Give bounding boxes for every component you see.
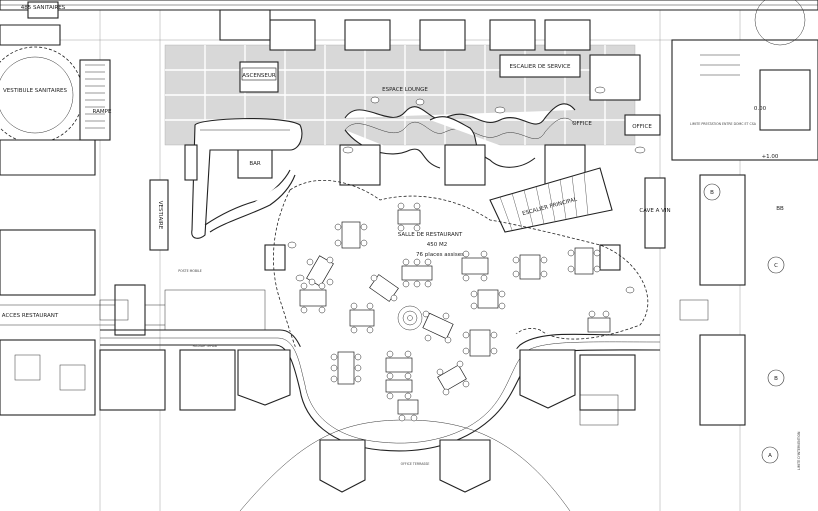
- limite-prestation-label: LIMITE PRESTATION ENTRE DOMC ET CSA: [690, 122, 757, 126]
- main-stair: ESCALIER PRINCIPAL: [489, 167, 613, 233]
- sanitaires-top-label: 485 SANITAIRES: [21, 5, 66, 11]
- dining-tables: [299, 202, 611, 422]
- rampe-label: RAMPE: [93, 109, 112, 115]
- niveau-label: +1.00: [762, 154, 779, 160]
- niveau-small-label: 0.00: [754, 106, 767, 112]
- axis-markers: B C B A BB LIMITE D'INTERVENTION: [703, 183, 801, 470]
- annotations: [14, 299, 709, 426]
- lounge-chairs: [287, 86, 646, 294]
- salle-places-text: 76 places assises: [416, 252, 464, 258]
- table-group: [334, 221, 368, 249]
- table-group: [397, 202, 421, 232]
- office-label: OFFICE: [572, 121, 592, 127]
- salle-outline: [273, 179, 649, 431]
- escalier-service-label: ESCALIER DE SERVICE: [510, 64, 571, 70]
- table-group: [462, 329, 498, 357]
- axis-marker-3: B: [774, 376, 778, 382]
- table-group: [397, 399, 419, 422]
- cave-a-vin: CAVE A VIN: [639, 177, 671, 249]
- ascenseur-label: ASCENSEUR: [242, 73, 276, 79]
- table-group: [306, 255, 334, 287]
- table-group: [470, 289, 506, 310]
- vestiaire-label: VESTIAIRE: [157, 201, 163, 230]
- table-group: [422, 310, 454, 344]
- top-facade: [0, 0, 818, 51]
- right-wing: LIMITE PRESTATION ENTRE DOMC ET CSA +1.0…: [671, 0, 818, 426]
- table-group: [436, 360, 470, 396]
- acces-restaurant-label: ACCES RESTAURANT: [2, 313, 59, 319]
- front-facade: OFFICE TERRASSE FACADE TEPANI POSTE MOBI…: [99, 269, 661, 511]
- office-terrasse-label: OFFICE TERRASSE: [401, 462, 430, 466]
- facade-label: FACADE TEPANI: [193, 344, 218, 348]
- lounge-serpentine-banquette: [344, 103, 576, 169]
- sanitaires-wing: 485 SANITAIRES VESTIBULE SANITAIRES RAMP…: [0, 1, 112, 176]
- ascenseur-block: ASCENSEUR: [239, 61, 279, 93]
- salle-area-text: 450 M2: [427, 242, 448, 248]
- salle-title-text: SALLE DE RESTAURANT: [398, 232, 463, 238]
- table-group: [385, 350, 413, 400]
- axis-marker-2: C: [774, 263, 778, 269]
- vestibule-label: VESTIBULE SANITAIRES: [3, 88, 68, 94]
- table-group: [349, 302, 375, 334]
- table-group: [330, 351, 362, 385]
- salle-title: SALLE DE RESTAURANT 450 M2 76 places ass…: [398, 232, 464, 258]
- axis-marker-1: B: [710, 190, 714, 196]
- service-stair: ESCALIER DE SERVICE: [499, 54, 641, 101]
- pillars: [184, 144, 621, 271]
- table-group: [587, 310, 611, 333]
- table-group: [512, 254, 548, 280]
- table-group: [401, 258, 433, 288]
- axis-marker-4: A: [768, 453, 772, 459]
- table-group: [461, 250, 489, 282]
- bar-label: BAR: [249, 161, 261, 167]
- limite-intervention-label: LIMITE D'INTERVENTION: [797, 431, 801, 470]
- espace-lounge-label: ESPACE LOUNGE: [382, 87, 428, 93]
- office-upper: OFFICE OFFICE: [572, 114, 661, 136]
- table-group: [369, 274, 399, 302]
- office-upper-label: OFFICE: [632, 124, 652, 130]
- table-group: [299, 282, 327, 314]
- vestiaire: VESTIAIRE: [149, 179, 169, 251]
- bar-area: BAR: [191, 118, 303, 239]
- cave-a-vin-label: CAVE A VIN: [639, 208, 670, 214]
- central-fountain: [397, 305, 423, 331]
- table-group: [567, 247, 601, 275]
- section-marker: BB: [776, 206, 784, 212]
- poste-label: POSTE MOBILE: [178, 269, 202, 273]
